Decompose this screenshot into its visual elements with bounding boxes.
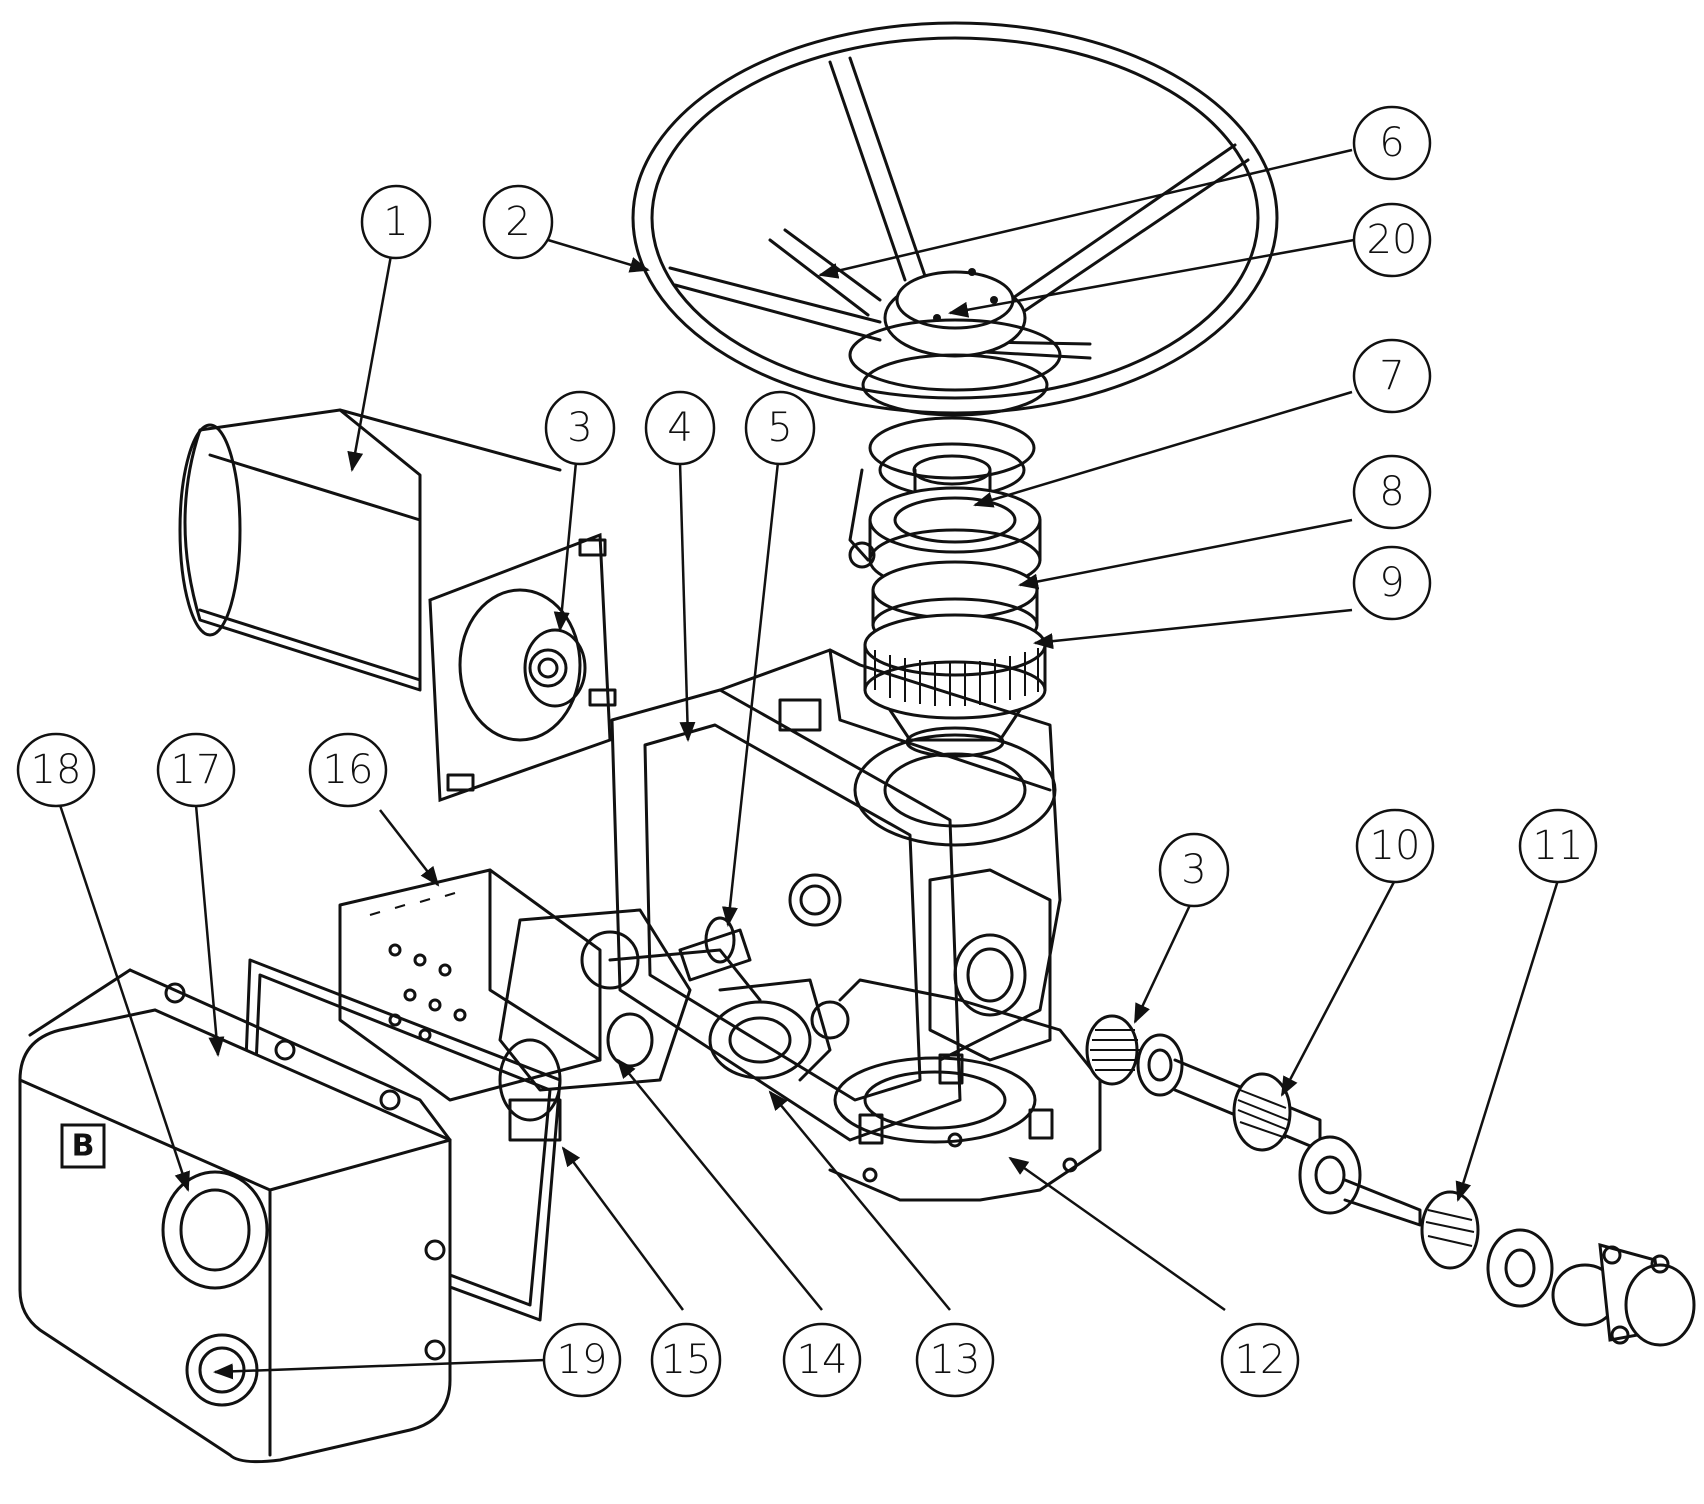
callout-circle [1518, 808, 1598, 884]
motor [178, 408, 617, 803]
callout-18: 18 [16, 732, 96, 808]
callout-3a: 3 [544, 390, 616, 466]
callout-5: 5 [744, 390, 816, 466]
callout-number: 10 [1370, 823, 1421, 869]
callout-circle [1158, 832, 1230, 908]
callout-circle [16, 732, 96, 808]
callout-number: 18 [31, 747, 82, 793]
callout-circle [1352, 454, 1432, 530]
callout-circle [542, 1322, 622, 1398]
callout-circle [915, 1322, 995, 1398]
callout-14: 14 [782, 1322, 862, 1398]
callout-7: 7 [1352, 338, 1432, 414]
callout-3b: 3 [1158, 832, 1230, 908]
callout-number: 12 [1235, 1337, 1286, 1383]
callout-20: 20 [1352, 202, 1432, 278]
callout-13: 13 [915, 1322, 995, 1398]
callout-circle [156, 732, 236, 808]
callout-number: 7 [1379, 353, 1404, 399]
callout-1: 1 [360, 184, 432, 260]
callout-17: 17 [156, 732, 236, 808]
callout-circle [544, 390, 616, 466]
callout-number: 13 [930, 1337, 981, 1383]
callout-number: 5 [767, 405, 792, 451]
callout-number: 4 [667, 405, 692, 451]
callout-circle [1352, 202, 1432, 278]
callout-circle [1220, 1322, 1300, 1398]
callout-number: 17 [171, 747, 222, 793]
callout-4: 4 [644, 390, 716, 466]
callout-number: 6 [1379, 120, 1404, 166]
callout-number: 9 [1379, 560, 1404, 606]
callout-circle [650, 1322, 722, 1398]
callout-circle [360, 184, 432, 260]
callout-6: 6 [1352, 105, 1432, 181]
callout-number: 19 [557, 1337, 608, 1383]
enclosure-cover: B [18, 968, 452, 1464]
leader-lines [58, 148, 1560, 1380]
callout-number: 20 [1367, 217, 1418, 263]
callout-circle [744, 390, 816, 466]
callout-9: 9 [1352, 545, 1432, 621]
callout-number: 2 [505, 199, 530, 245]
callout-15: 15 [650, 1322, 722, 1398]
callout-16: 16 [308, 732, 388, 808]
callout-number: 16 [323, 747, 374, 793]
callout-number: 11 [1533, 823, 1584, 869]
gearbox-housing [718, 648, 1102, 1202]
callout-circle [1352, 545, 1432, 621]
callout-number: 8 [1379, 469, 1404, 515]
callout-circle [644, 390, 716, 466]
brand-logo: B [60, 1123, 106, 1169]
callout-19: 19 [542, 1322, 622, 1398]
handwheel [631, 21, 1279, 417]
callout-8: 8 [1352, 454, 1432, 530]
callouts: 1 2 3 4 5 6 20 7 8 9 18 17 16 3 10 11 19… [16, 105, 1598, 1398]
callout-number: 3 [1181, 847, 1206, 893]
callout-circle [1352, 338, 1432, 414]
drive-sleeve-stack [848, 416, 1047, 758]
worm-shaft-assembly [1085, 1014, 1696, 1347]
logo-letter: B [72, 1129, 95, 1164]
callout-circle [1352, 105, 1432, 181]
callout-number: 14 [797, 1337, 848, 1383]
callout-11: 11 [1518, 808, 1598, 884]
callout-circle [482, 184, 554, 260]
callout-number: 1 [383, 199, 408, 245]
callout-2: 2 [482, 184, 554, 260]
callout-number: 3 [567, 405, 592, 451]
callout-number: 15 [661, 1337, 712, 1383]
callout-10: 10 [1355, 808, 1435, 884]
callout-circle [1355, 808, 1435, 884]
callout-circle [308, 732, 388, 808]
callout-12: 12 [1220, 1322, 1300, 1398]
callout-circle [782, 1322, 862, 1398]
